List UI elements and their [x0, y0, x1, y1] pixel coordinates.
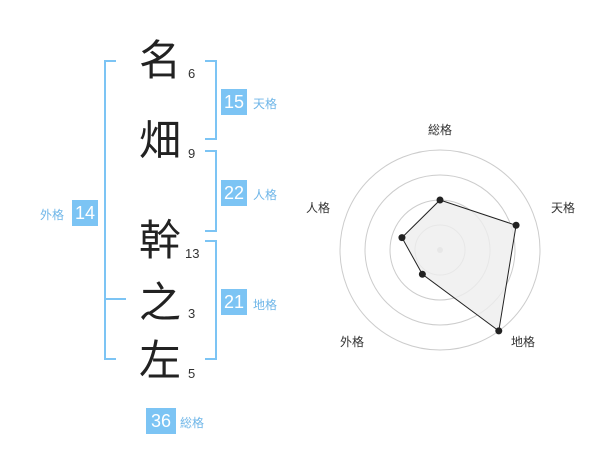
stroke-count-1: 6 [188, 66, 196, 81]
jinkaku-bracket [205, 150, 217, 232]
name-char-5: 左 [139, 336, 182, 385]
radar-point [418, 270, 426, 278]
radar-ring [364, 174, 516, 326]
radar-point [495, 327, 503, 335]
chikaku-value: 21 [221, 289, 247, 315]
tenkaku-label: 天格 [253, 97, 278, 111]
gaikaku-value: 14 [72, 200, 98, 226]
gaikaku-label: 外格 [40, 208, 65, 222]
radar-label-soukaku: 総格 [428, 122, 452, 137]
gaikaku-bracket [104, 60, 116, 360]
name-char-2: 畑 [139, 116, 182, 165]
radar-points [398, 196, 520, 335]
soukaku-label: 総格 [180, 416, 205, 430]
radar-point [398, 234, 406, 242]
name-char-3: 幹 [139, 216, 182, 265]
gaikaku-bracket-tick [104, 298, 126, 300]
tenkaku-bracket [205, 60, 217, 140]
radar-label-tenkaku: 天格 [551, 200, 575, 215]
name-char-4: 之 [139, 278, 182, 327]
stroke-count-2: 9 [188, 146, 196, 161]
jinkaku-value: 22 [221, 180, 247, 206]
radar-label-gaikaku: 外格 [340, 334, 364, 349]
soukaku-value: 36 [146, 408, 176, 434]
stroke-count-5: 5 [188, 366, 196, 381]
jinkaku-label: 人格 [253, 188, 278, 202]
radar-point [512, 221, 520, 229]
radar-value-polygon [401, 199, 517, 332]
radar-label-chikaku: 地格 [511, 334, 535, 349]
name-char-1: 名 [139, 36, 182, 85]
radar-point [436, 196, 444, 204]
chikaku-bracket [205, 240, 217, 360]
tenkaku-value: 15 [221, 89, 247, 115]
chikaku-label: 地格 [253, 298, 278, 312]
radar-ring [339, 149, 541, 351]
radar-label-jinkaku: 人格 [306, 200, 330, 215]
stroke-count-4: 3 [188, 306, 196, 321]
stroke-count-3: 13 [185, 246, 200, 261]
